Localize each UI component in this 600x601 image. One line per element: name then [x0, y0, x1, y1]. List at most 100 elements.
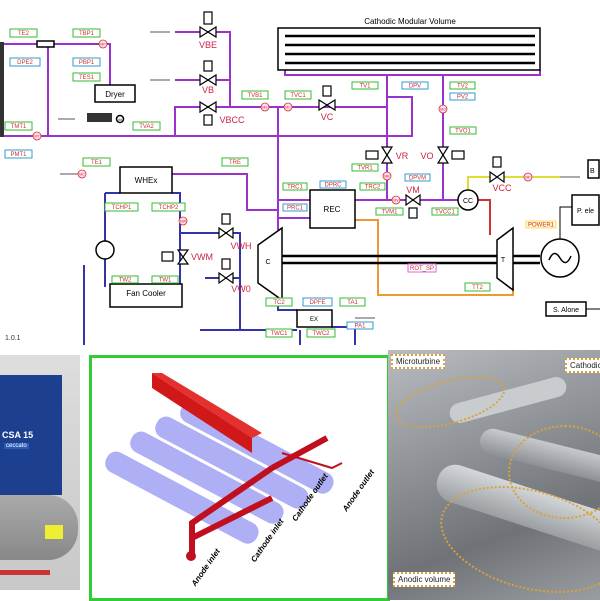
svg-text:TBP1: TBP1: [79, 31, 95, 37]
cathodic-caption: Cathodic volume: [565, 358, 600, 373]
svg-text:CC: CC: [463, 198, 473, 205]
svg-text:S. Alone: S. Alone: [553, 307, 579, 314]
microturbine-caption: Microturbine: [391, 354, 446, 369]
svg-text:DPFE: DPFE: [309, 300, 325, 306]
svg-text:VB: VB: [202, 85, 214, 95]
fuel-line: [467, 176, 560, 190]
compressor-brand: ceccato: [4, 443, 29, 449]
standalone-button: S. Alone: [545, 301, 600, 317]
svg-text:REC: REC: [324, 205, 341, 214]
svg-text:PA1: PA1: [355, 324, 367, 330]
air-lines: [4, 31, 541, 230]
svg-text:ROT_SP: ROT_SP: [410, 266, 434, 272]
shaft: [282, 254, 540, 265]
svg-text:VWM: VWM: [191, 252, 213, 262]
cathodic-outline: [508, 425, 600, 519]
valve-vo-icon: [436, 146, 450, 164]
svg-text:TES1: TES1: [79, 75, 95, 81]
svg-text:TW2: TW2: [119, 278, 132, 284]
compressor: C: [257, 226, 283, 302]
svg-text:MT: MT: [34, 135, 40, 139]
svg-text:TV1: TV1: [359, 84, 371, 90]
version-label: 1.0.1: [5, 335, 21, 342]
generator-icon: [540, 238, 580, 278]
filter: M: [87, 113, 125, 124]
svg-text:B: B: [590, 168, 595, 175]
air-tank: [0, 495, 78, 560]
red-manifold: [152, 373, 252, 453]
svg-text:P. ele: P. ele: [577, 208, 594, 215]
svg-text:MR: MR: [384, 175, 390, 179]
flow-sensors: MP MT MS MC MO MR MV MF MW MC: [32, 39, 533, 226]
svg-text:TWC1: TWC1: [271, 331, 289, 337]
plant-photo: Microturbine Cathodic volume Anodic volu…: [388, 350, 600, 600]
svg-text:TE1: TE1: [91, 160, 103, 166]
svg-text:VBE: VBE: [199, 40, 217, 50]
cathodic-volume: [277, 27, 541, 71]
vessel: [0, 42, 4, 137]
svg-text:C: C: [265, 259, 270, 266]
compressor-cabinet: [0, 375, 62, 495]
svg-text:MP: MP: [100, 43, 106, 47]
svg-text:TMT1: TMT1: [11, 124, 27, 130]
svg-text:TRE: TRE: [229, 160, 241, 166]
rec: REC: [309, 189, 356, 229]
dryer: Dryer: [94, 84, 136, 103]
svg-text:PRC1: PRC1: [287, 206, 304, 212]
valve-vb-icon: [199, 73, 217, 87]
svg-text:DPVM: DPVM: [409, 176, 426, 182]
svg-text:WHEx: WHEx: [135, 176, 158, 185]
svg-text:TC2: TC2: [273, 300, 285, 306]
svg-text:TVB1: TVB1: [247, 93, 263, 99]
svg-text:VM: VM: [406, 185, 420, 195]
valves: [161, 11, 505, 285]
pump-icon: [95, 240, 115, 260]
svg-text:TA1: TA1: [347, 300, 358, 306]
valve-vm-icon: [405, 193, 421, 207]
hot-line: [478, 199, 491, 235]
warning-sticker: [45, 525, 63, 539]
svg-text:VWH: VWH: [231, 241, 252, 251]
svg-text:TVR1: TVR1: [357, 166, 373, 172]
svg-text:M: M: [118, 117, 121, 122]
svg-text:TRC1: TRC1: [287, 185, 303, 191]
svg-text:MC: MC: [285, 106, 291, 110]
svg-text:TVC1: TVC1: [290, 93, 306, 99]
svg-text:DPE2: DPE2: [17, 60, 33, 66]
svg-text:Fan Cooler: Fan Cooler: [126, 289, 166, 298]
svg-text:MV: MV: [393, 199, 399, 203]
plant-schematic: Cathodic Modular Volume Dryer M WHEx Fan…: [0, 11, 600, 345]
compressor-photo: CSA 15 ceccato: [0, 355, 80, 590]
svg-text:TE2: TE2: [18, 31, 30, 37]
turbine: T: [496, 226, 514, 292]
svg-text:TT2: TT2: [472, 285, 483, 291]
combustion-chamber: CC: [457, 189, 479, 211]
svg-text:PMT1: PMT1: [10, 152, 27, 158]
svg-text:TV2: TV2: [457, 84, 469, 90]
svg-text:VBCC: VBCC: [219, 115, 245, 125]
svg-text:VCC: VCC: [492, 183, 512, 193]
svg-text:DPRC: DPRC: [324, 183, 342, 189]
svg-text:POWER1: POWER1: [528, 223, 555, 229]
grid-box: B: [587, 159, 600, 179]
svg-text:VO: VO: [420, 151, 433, 161]
valve-labels: VBE VB VBCC VC VR VO VM VCC VWH VWM VW0: [191, 40, 512, 294]
svg-text:VR: VR: [396, 151, 409, 161]
valve-vwh-icon: [218, 226, 234, 240]
svg-text:TRC2: TRC2: [365, 185, 381, 191]
svg-text:TCHP2: TCHP2: [159, 205, 179, 211]
anodic-caption: Anodic volume: [393, 572, 456, 587]
svg-text:TW1: TW1: [159, 278, 172, 284]
svg-text:Dryer: Dryer: [105, 90, 125, 99]
svg-text:VC: VC: [321, 112, 334, 122]
valve-vwm-icon: [176, 249, 190, 265]
render-drawing: [105, 373, 343, 561]
svg-text:TVCC1: TVCC1: [435, 210, 455, 216]
svg-text:DPV: DPV: [409, 84, 421, 90]
svg-text:PV2: PV2: [457, 95, 469, 101]
exhaust-line: [355, 219, 514, 296]
svg-text:TVA2: TVA2: [139, 124, 154, 130]
fan-cooler: Fan Cooler: [109, 283, 183, 308]
valve-vbe-icon: [199, 25, 217, 39]
svg-text:MF: MF: [525, 176, 530, 180]
